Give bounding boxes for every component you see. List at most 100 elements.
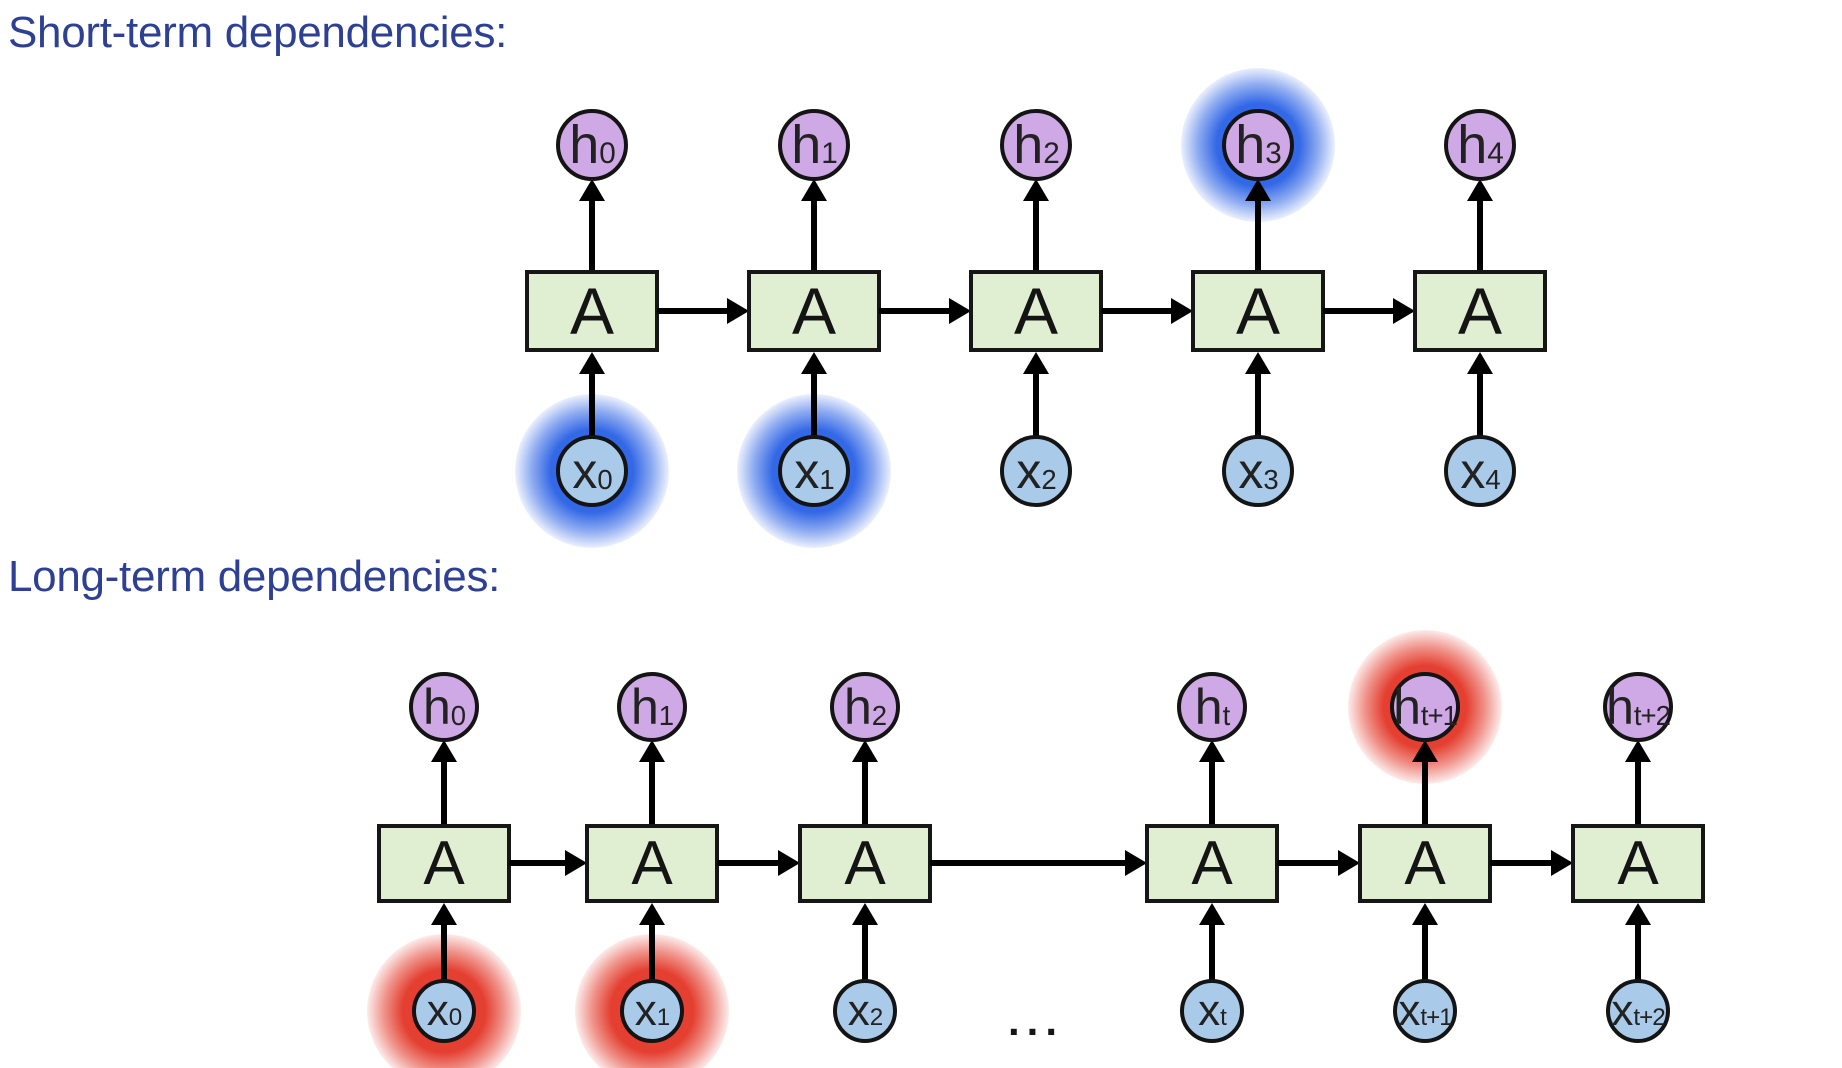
a-label: A [631, 829, 673, 898]
up-arrow [578, 352, 606, 441]
arrow-head [639, 903, 665, 925]
h-label: h [422, 679, 451, 735]
a-label: A [1404, 829, 1446, 898]
h-label: h [1606, 679, 1634, 735]
arrow-head [1199, 903, 1225, 925]
up-arrow [1022, 179, 1050, 274]
ellipsis: ... [1007, 997, 1064, 1044]
h-label: h [791, 115, 822, 175]
x-label: x [1238, 443, 1264, 499]
h-subscript: t+1 [1420, 699, 1458, 731]
arrow-head [1393, 298, 1415, 324]
a-label: A [1235, 274, 1281, 348]
arrow-head [949, 298, 971, 324]
h-label: h [1457, 115, 1488, 175]
arrow-head [1199, 740, 1225, 762]
arrow-shaft [441, 756, 447, 828]
up-arrow [1198, 903, 1226, 985]
h-subscript: 3 [1265, 137, 1281, 171]
h-subscript: 1 [821, 137, 837, 171]
h-label: h [843, 679, 872, 735]
arrow-head [1171, 298, 1193, 324]
a-label: A [569, 274, 615, 348]
h-subscript: 0 [599, 137, 615, 171]
a-label: A [844, 829, 886, 898]
x-label: x [1016, 443, 1042, 499]
right-arrow [717, 849, 800, 877]
x-label: x [794, 443, 820, 499]
arrow-shaft [441, 919, 447, 985]
x-label: x [1611, 986, 1634, 1035]
arrow-shaft [1323, 308, 1397, 314]
x-label: x [847, 986, 870, 1035]
h-label: h [1013, 115, 1044, 175]
arrow-head [431, 740, 457, 762]
h-subscript: 2 [1043, 137, 1059, 171]
h-label: h [630, 679, 659, 735]
right-arrow [1277, 849, 1360, 877]
right-arrow [930, 849, 1147, 877]
arrow-shaft [649, 756, 655, 828]
x-subscript: 1 [656, 1004, 670, 1032]
arrow-shaft [1255, 368, 1261, 441]
arrow-head [1245, 352, 1271, 374]
arrow-shaft [1209, 919, 1215, 985]
arrow-shaft [717, 860, 782, 866]
x-label: x [1398, 986, 1421, 1035]
up-arrow [1244, 179, 1272, 274]
x-label: x [426, 986, 449, 1035]
a-label: A [423, 829, 465, 898]
arrow-shaft [1477, 195, 1483, 274]
arrow-head [639, 740, 665, 762]
right-arrow [879, 297, 971, 325]
a-box: A [525, 270, 659, 352]
x-subscript: 3 [1263, 463, 1278, 495]
arrow-head [801, 352, 827, 374]
arrow-shaft [657, 308, 731, 314]
arrow-head [1125, 850, 1147, 876]
arrow-shaft [1033, 368, 1039, 441]
arrow-shaft [811, 195, 817, 274]
h-label: h [1235, 115, 1266, 175]
a-box: A [1571, 824, 1705, 903]
up-arrow [638, 903, 666, 985]
a-label: A [1013, 274, 1059, 348]
arrow-shaft [589, 368, 595, 441]
a-box: A [1413, 270, 1547, 352]
up-arrow [1411, 903, 1439, 985]
arrow-shaft [1255, 195, 1261, 274]
arrow-shaft [1277, 860, 1342, 866]
arrow-shaft [930, 860, 1129, 866]
up-arrow [638, 740, 666, 828]
arrow-shaft [509, 860, 569, 866]
a-label: A [1457, 274, 1503, 348]
arrow-head [1625, 903, 1651, 925]
h-label: h [1393, 679, 1421, 735]
a-box: A [585, 824, 719, 903]
arrow-head [1338, 850, 1360, 876]
x-subscript: 0 [448, 1004, 462, 1032]
arrow-shaft [1490, 860, 1555, 866]
arrow-head [852, 740, 878, 762]
a-box: A [798, 824, 932, 903]
x-label: x [572, 443, 598, 499]
up-arrow [1411, 740, 1439, 828]
arrow-head [1467, 179, 1493, 201]
arrow-head [1412, 903, 1438, 925]
x-label: x [634, 986, 657, 1035]
arrow-shaft [1635, 756, 1641, 828]
arrow-shaft [589, 195, 595, 274]
